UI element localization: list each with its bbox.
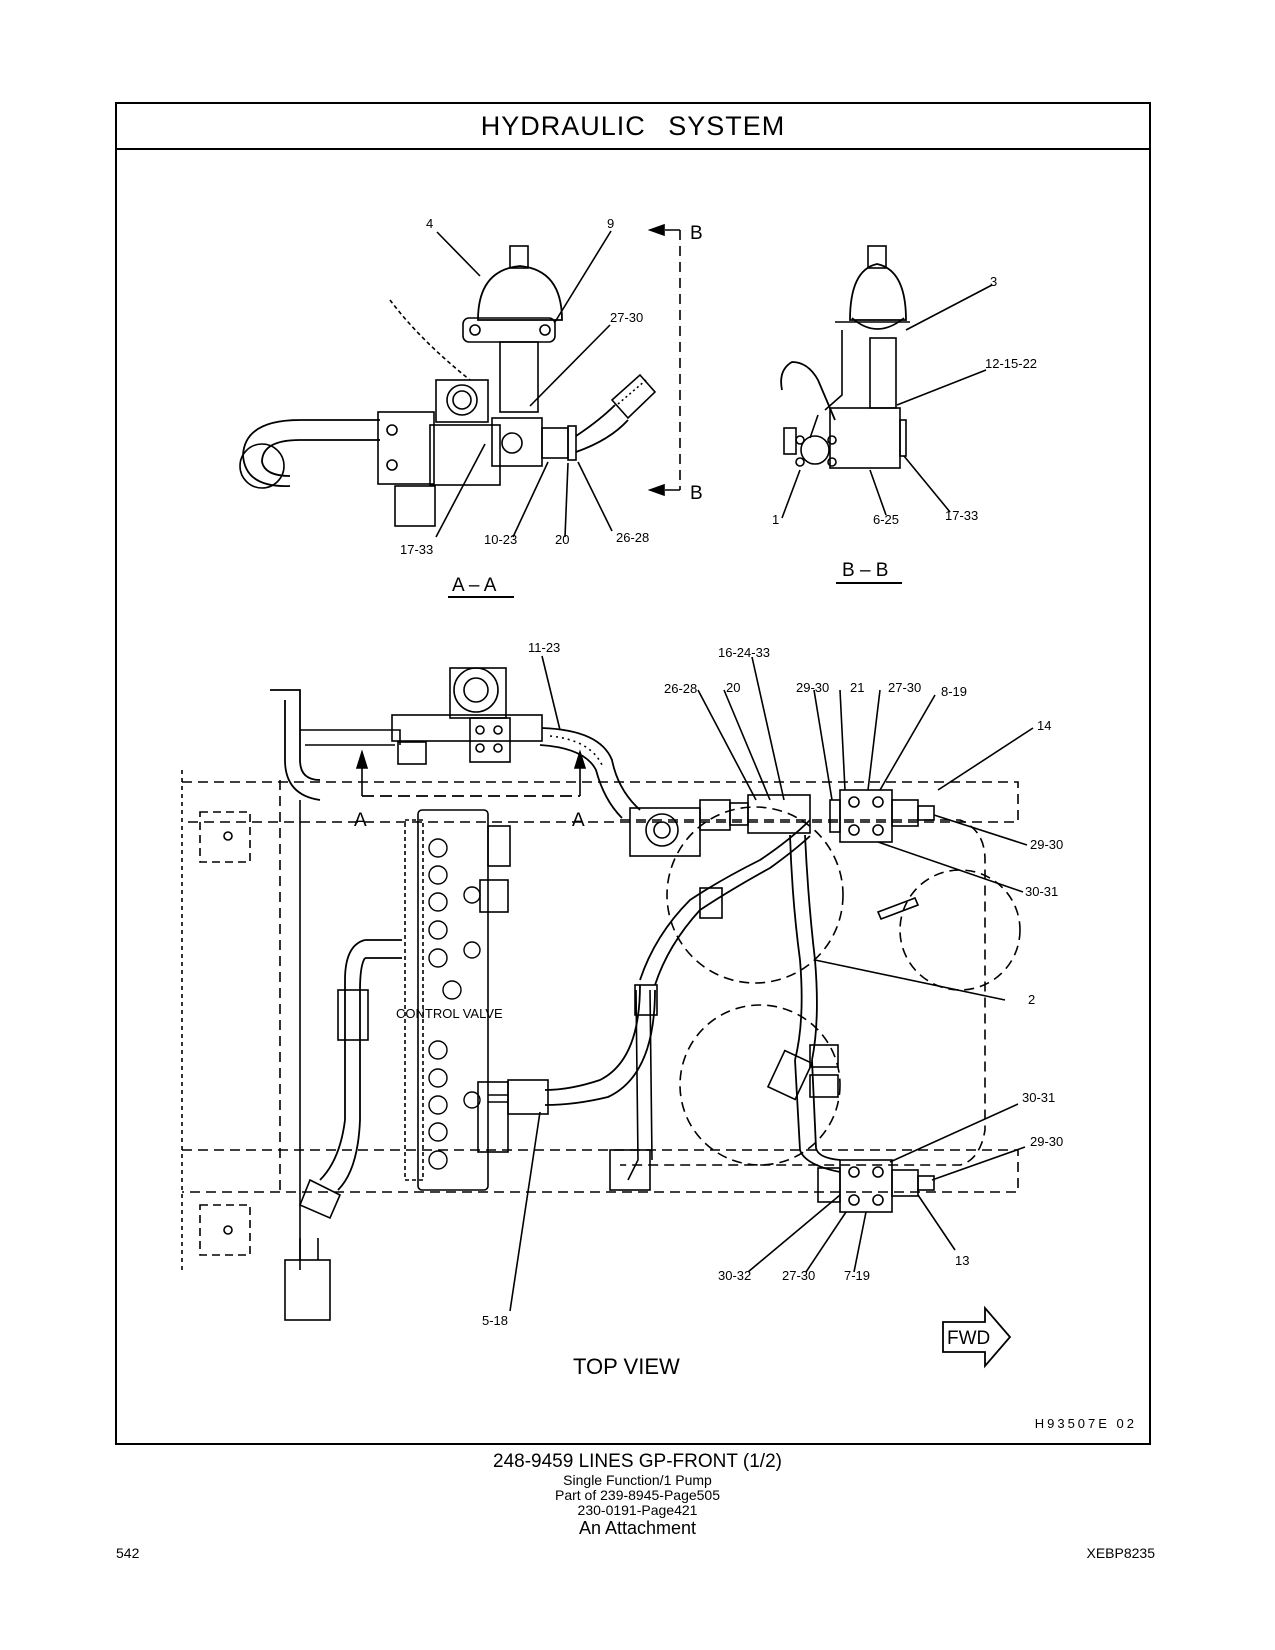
cut-line-a-right: A bbox=[572, 810, 585, 831]
cut-line-b-top: B bbox=[690, 223, 703, 244]
callout-aa-10-23: 10-23 bbox=[484, 532, 517, 547]
callout-aa-17-33: 17-33 bbox=[400, 542, 433, 557]
callout-top-13: 13 bbox=[955, 1253, 969, 1268]
callout-aa-27-30: 27-30 bbox=[610, 310, 643, 325]
drawing-code: H93507E 02 bbox=[1034, 1416, 1137, 1431]
caption-part-of-2: 230-0191-Page421 bbox=[577, 1502, 698, 1518]
caption-part-of-1: Part of 239-8945-Page505 bbox=[554, 1487, 720, 1503]
callout-top-5-18: 5-18 bbox=[482, 1313, 508, 1328]
callout-top-2: 2 bbox=[1028, 992, 1035, 1007]
callout-top-30-31-b: 30-31 bbox=[1022, 1090, 1055, 1105]
callout-bb-3: 3 bbox=[990, 274, 997, 289]
callout-aa-4: 4 bbox=[426, 216, 433, 231]
caption-subtitle: Single Function/1 Pump bbox=[563, 1472, 712, 1488]
section-aa-label: A – A bbox=[452, 575, 497, 596]
callout-bb-6-25: 6-25 bbox=[873, 512, 899, 527]
callout-top-29-30: 29-30 bbox=[796, 680, 829, 695]
callout-aa-9: 9 bbox=[607, 216, 614, 231]
page-title: HYDRAULIC SYSTEM bbox=[480, 110, 786, 141]
caption-title: 248-9459 LINES GP-FRONT (1/2) bbox=[493, 1451, 782, 1472]
callout-bb-1: 1 bbox=[772, 512, 779, 527]
callout-top-21: 21 bbox=[850, 680, 864, 695]
section-bb-label: B – B bbox=[842, 560, 888, 581]
cut-line-a-left: A bbox=[354, 810, 367, 831]
callout-top-29-30-b: 29-30 bbox=[1030, 837, 1063, 852]
callout-bb-17-33: 17-33 bbox=[945, 508, 978, 523]
callout-top-29-30-c: 29-30 bbox=[1030, 1134, 1063, 1149]
callout-top-20: 20 bbox=[726, 680, 740, 695]
top-view: A A CONTROL VALVE bbox=[181, 640, 1063, 1379]
section-aa-view: B B 4 9 27-30 17-33 10-23 20 26-28 A – A bbox=[239, 216, 703, 598]
callout-top-30-31: 30-31 bbox=[1025, 884, 1058, 899]
callout-bb-12-15-22: 12-15-22 bbox=[985, 356, 1037, 371]
fwd-label: FWD bbox=[947, 1328, 990, 1349]
cut-line-b-bottom: B bbox=[690, 483, 703, 504]
page-number: 542 bbox=[116, 1545, 140, 1561]
title-bar: HYDRAULIC SYSTEM bbox=[117, 104, 1149, 150]
callout-top-30-32: 30-32 bbox=[718, 1268, 751, 1283]
callout-top-27-30: 27-30 bbox=[888, 680, 921, 695]
caption-block: 248-9459 LINES GP-FRONT (1/2) Single Fun… bbox=[0, 1451, 1275, 1538]
diagram-frame: HYDRAULIC SYSTEM H93507E 02 bbox=[115, 102, 1151, 1445]
callout-top-26-28: 26-28 bbox=[664, 681, 697, 696]
caption-attachment: An Attachment bbox=[578, 1518, 697, 1538]
fwd-arrow-icon: FWD bbox=[942, 1305, 1012, 1369]
callout-aa-20: 20 bbox=[555, 532, 569, 547]
callout-top-11-23: 11-23 bbox=[528, 640, 560, 655]
callout-top-16-24-33: 16-24-33 bbox=[718, 645, 770, 660]
section-bb-view: 3 12-15-22 1 6-25 17-33 B – B bbox=[772, 245, 1037, 584]
callout-top-8-19: 8-19 bbox=[941, 684, 967, 699]
callout-top-27-30-b: 27-30 bbox=[782, 1268, 815, 1283]
document-code: XEBP8235 bbox=[1086, 1545, 1156, 1561]
top-view-label: TOP VIEW bbox=[573, 1354, 680, 1379]
callout-top-14: 14 bbox=[1037, 718, 1051, 733]
control-valve-label: CONTROL VALVE bbox=[396, 1006, 503, 1021]
callout-aa-26-28: 26-28 bbox=[616, 530, 649, 545]
callout-top-7-19: 7-19 bbox=[844, 1268, 870, 1283]
